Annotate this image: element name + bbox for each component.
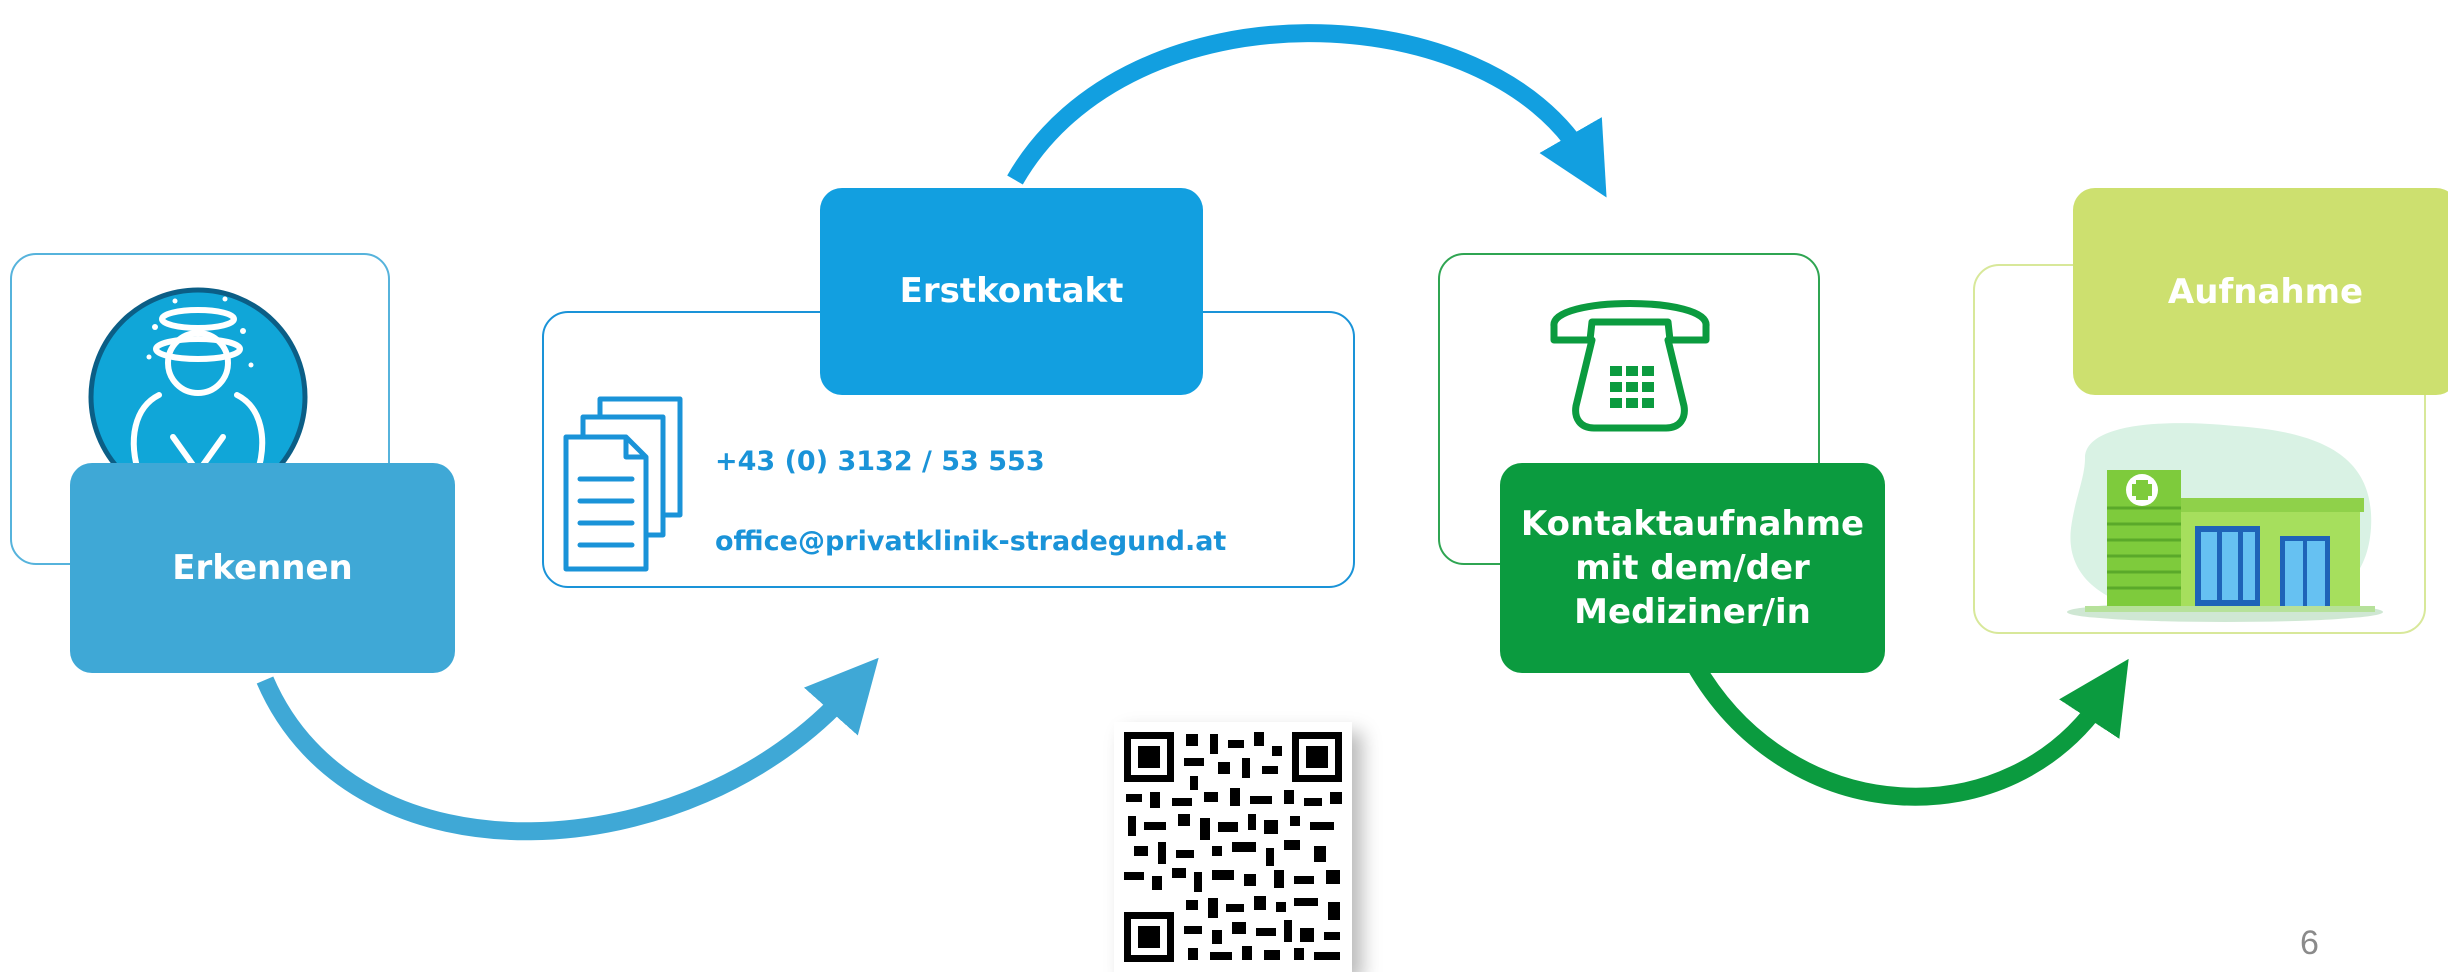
aufnahme-label-box: Aufnahme: [2073, 188, 2448, 395]
kontaktaufnahme-label-box: Kontaktaufnahme mit dem/der Mediziner/in: [1500, 463, 1885, 673]
aufnahme-label: Aufnahme: [2167, 272, 2364, 312]
documents-icon: [562, 395, 687, 575]
page-number: 6: [2300, 924, 2319, 962]
kontaktaufnahme-label: Kontaktaufnahme mit dem/der Mediziner/in: [1520, 503, 1865, 633]
erstkontakt-label: Erstkontakt: [899, 271, 1124, 312]
phone-number: +43 (0) 3132 / 53 553: [715, 446, 1045, 477]
telephone-icon: [1540, 282, 1720, 437]
arrow-kontaktaufnahme-to-aufnahme: [1687, 658, 2129, 806]
qr-code-icon: [1114, 722, 1352, 972]
clinic-building-icon: [2045, 418, 2385, 628]
erkennen-label: Erkennen: [172, 547, 353, 588]
erkennen-label-box: Erkennen: [70, 463, 455, 673]
email-address[interactable]: office@privatklinik-stradegund.at: [715, 526, 1227, 557]
arrow-erkennen-to-erstkontakt: [256, 657, 879, 841]
erstkontakt-label-box: Erstkontakt: [820, 188, 1203, 395]
arrow-erstkontakt-to-kontaktaufnahme: [1007, 24, 1607, 198]
